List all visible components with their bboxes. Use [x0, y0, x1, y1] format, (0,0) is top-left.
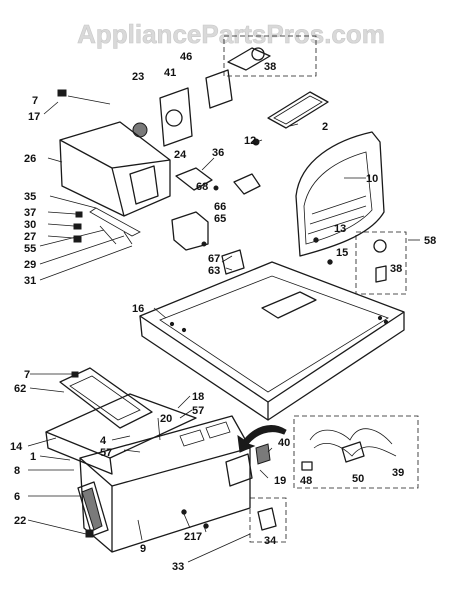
callout-57: 57 [192, 405, 204, 417]
callout-37: 37 [24, 207, 36, 219]
callout-13: 13 [334, 223, 346, 235]
callout-17: 17 [28, 111, 40, 123]
callout-21: 21 [184, 531, 196, 543]
callout-1: 1 [30, 451, 36, 463]
callout-labels: 46 38 41 23 7 17 2 12 36 24 26 10 68 66 … [10, 51, 436, 573]
callout-66: 66 [214, 201, 226, 213]
callout-7: 7 [32, 95, 38, 107]
switch-46 [227, 47, 271, 71]
callout-box-39 [293, 415, 419, 489]
callout-10: 10 [366, 173, 378, 185]
callout-26: 26 [24, 153, 36, 165]
callout-box-38 [223, 35, 317, 77]
knob-58 [373, 239, 387, 283]
console-front [79, 415, 271, 553]
rear-panel [59, 367, 153, 429]
door-panel [295, 131, 385, 257]
callout-58: 58 [424, 235, 436, 247]
wire-harness [301, 428, 397, 471]
callout-48: 48 [300, 475, 312, 487]
top-panel [139, 261, 405, 421]
callout-15: 15 [336, 247, 348, 259]
callout-8: 8 [14, 465, 20, 477]
callout-65: 65 [214, 213, 226, 225]
callout-16: 16 [132, 303, 144, 315]
callout-box-58 [355, 231, 407, 295]
callout-12: 12 [244, 135, 256, 147]
callout-46: 46 [180, 51, 192, 63]
callout-62: 62 [14, 383, 26, 395]
callout-67: 67 [208, 253, 220, 265]
console-screws [73, 211, 133, 245]
callout-50: 50 [352, 473, 364, 485]
callout-38-knob: 38 [390, 263, 402, 275]
panel-2 [267, 91, 329, 129]
callout-14: 14 [10, 441, 23, 453]
callout-18: 18 [192, 391, 204, 403]
callout-33: 33 [172, 561, 184, 573]
callout-20: 20 [160, 413, 172, 425]
switch-components [171, 167, 261, 275]
callout-55: 55 [24, 243, 36, 255]
leader-lines [27, 95, 420, 563]
callout-29: 29 [24, 259, 36, 271]
console-housing [59, 121, 171, 237]
callout-22: 22 [14, 515, 26, 527]
callout-31: 31 [24, 275, 36, 287]
callout-30: 30 [24, 219, 36, 231]
callout-63: 63 [208, 265, 220, 277]
watermark-text: AppliancePartsPros.com [77, 19, 385, 49]
callout-23: 23 [132, 71, 144, 83]
callout-36: 36 [212, 147, 224, 159]
callout-24: 24 [174, 149, 187, 161]
misc-screws [57, 89, 333, 538]
callout-9: 9 [140, 543, 146, 555]
bracket-34 [257, 507, 277, 531]
callout-6: 6 [14, 491, 20, 503]
callout-7-lower: 7 [196, 531, 202, 543]
callout-40: 40 [278, 437, 290, 449]
callout-27: 27 [24, 231, 36, 243]
timer-assembly [132, 69, 233, 147]
callout-2: 2 [322, 121, 328, 133]
callout-68: 68 [196, 181, 208, 193]
callout-19: 19 [274, 475, 286, 487]
callout-7-rear: 7 [24, 369, 30, 381]
assembly-arrow [237, 425, 287, 453]
callout-41: 41 [164, 67, 176, 79]
callout-34: 34 [264, 535, 277, 547]
callout-38: 38 [264, 61, 276, 73]
callout-box-34 [249, 497, 287, 543]
callout-39: 39 [392, 467, 404, 479]
callout-4: 4 [100, 435, 107, 447]
console-strip [45, 393, 197, 475]
end-cap [77, 481, 109, 537]
callout-35: 35 [24, 191, 36, 203]
callout-57-lower: 57 [100, 447, 112, 459]
